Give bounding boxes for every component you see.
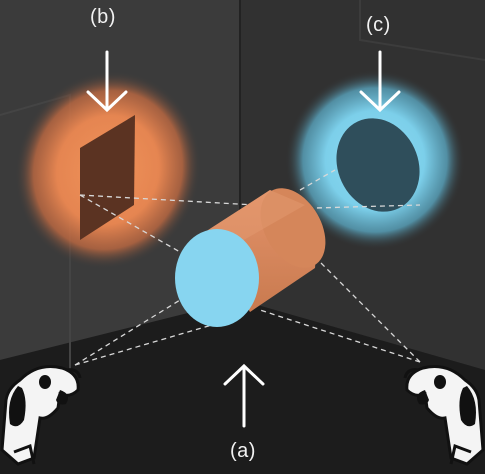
label-b: (b) <box>90 6 116 28</box>
dog-head-icon <box>0 365 82 466</box>
arrow-c <box>359 50 401 113</box>
dog-head-icon <box>403 365 485 466</box>
label-a: (a) <box>230 440 256 462</box>
cylinder <box>175 188 326 327</box>
arrow-b <box>86 50 128 113</box>
circle-shadow <box>336 118 420 212</box>
arrow-a <box>223 363 265 428</box>
cylinder-front-face <box>175 229 259 327</box>
projection-b <box>15 70 201 270</box>
label-c: (c) <box>366 14 391 36</box>
cylinder-top-edge <box>205 190 305 245</box>
right-wall-panel <box>359 0 485 61</box>
square-shadow <box>80 115 135 240</box>
